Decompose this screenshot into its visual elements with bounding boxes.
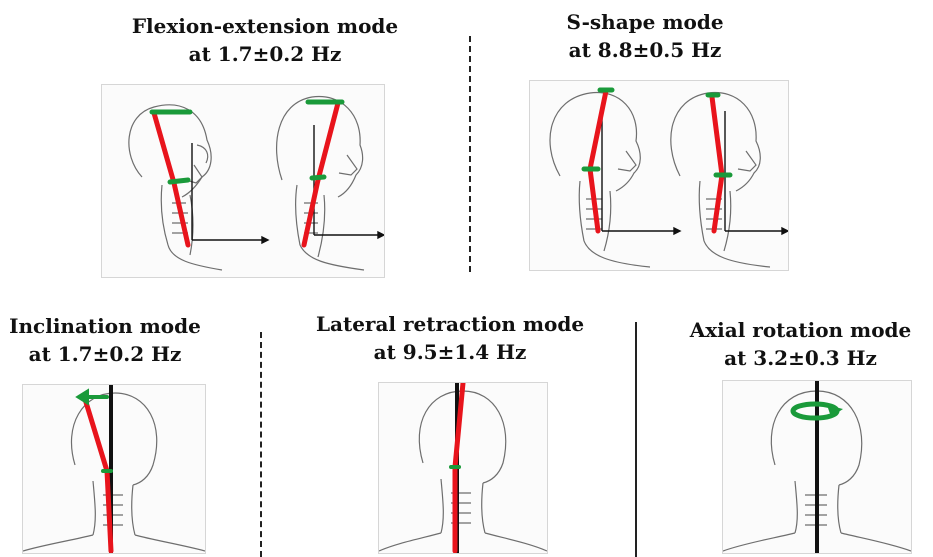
axial-rotation-frequency: at 3.2±0.3 Hz (668, 344, 933, 372)
flexion-extension-panel (101, 84, 385, 278)
s-shape-title: S-shape mode at 8.8±0.5 Hz (500, 8, 790, 64)
axial-rotation-illustration (723, 381, 911, 553)
top-divider (469, 36, 471, 272)
lateral-retraction-panel (378, 382, 548, 554)
inclination-illustration (23, 385, 205, 553)
s-shape-frequency: at 8.8±0.5 Hz (500, 36, 790, 64)
inclination-frequency: at 1.7±0.2 Hz (0, 340, 210, 368)
lateral-retraction-name: Lateral retraction mode (300, 310, 600, 338)
inclination-name: Inclination mode (0, 312, 210, 340)
flexion-extension-name: Flexion-extension mode (110, 12, 420, 40)
inclination-panel (22, 384, 206, 554)
bottom-right-divider (635, 322, 637, 557)
axial-rotation-name: Axial rotation mode (668, 316, 933, 344)
flexion-extension-frequency: at 1.7±0.2 Hz (110, 40, 420, 68)
bottom-left-divider (260, 332, 262, 557)
s-shape-name: S-shape mode (500, 8, 790, 36)
s-shape-illustration (530, 81, 788, 270)
flexion-extension-illustration (102, 85, 384, 277)
lateral-retraction-illustration (379, 383, 547, 553)
lateral-retraction-frequency: at 9.5±1.4 Hz (300, 338, 600, 366)
inclination-title: Inclination mode at 1.7±0.2 Hz (0, 312, 210, 368)
axial-rotation-title: Axial rotation mode at 3.2±0.3 Hz (668, 316, 933, 372)
lateral-retraction-title: Lateral retraction mode at 9.5±1.4 Hz (300, 310, 600, 366)
left-arrow-icon (79, 392, 87, 402)
flexion-extension-title: Flexion-extension mode at 1.7±0.2 Hz (110, 12, 420, 68)
axial-rotation-panel (722, 380, 912, 554)
s-shape-panel (529, 80, 789, 271)
